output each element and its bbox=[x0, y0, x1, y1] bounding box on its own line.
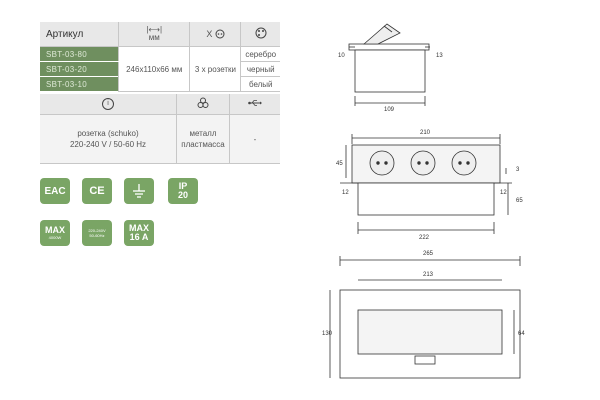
colors-header bbox=[240, 22, 280, 47]
outlets-count-symbol: X bbox=[206, 28, 213, 39]
socket-outlets bbox=[369, 150, 477, 176]
article-value: SBT-03-20 bbox=[40, 61, 119, 77]
palette-icon bbox=[255, 27, 267, 39]
front-right-top-dim: 3 bbox=[516, 167, 520, 173]
max-current-badge: MAX 16 A bbox=[124, 220, 154, 246]
info-header: i bbox=[40, 94, 177, 115]
article-header: Артикул bbox=[40, 22, 119, 47]
front-view bbox=[340, 134, 512, 234]
color-value: черный bbox=[240, 61, 280, 77]
color-value: серебро bbox=[240, 46, 280, 62]
ground-icon bbox=[133, 184, 145, 198]
usb-cell: - bbox=[229, 114, 280, 164]
dimensions-unit: мм bbox=[148, 33, 160, 42]
plan-view bbox=[329, 256, 521, 379]
top-width-dim: 109 bbox=[384, 107, 395, 113]
ce-mark: CE bbox=[89, 184, 105, 197]
plan-inner-height-dim: 64 bbox=[518, 331, 525, 337]
plan-inner-width-dim: 213 bbox=[423, 272, 434, 278]
spec-header-row: Артикул |⟷| мм X bbox=[40, 22, 280, 47]
ground-badge bbox=[124, 178, 154, 204]
top-view bbox=[348, 23, 430, 106]
info-header-row: i bbox=[40, 94, 280, 115]
technical-drawing: 10 13 109 210 45 3 12 12 65 222 265 213 … bbox=[322, 23, 525, 379]
top-right-dim: 13 bbox=[436, 53, 443, 59]
material-icon bbox=[197, 97, 209, 108]
description-line: розетка (schuko) bbox=[77, 129, 139, 138]
outlets-value: 3 x розетки bbox=[189, 46, 242, 92]
outlets-header: X bbox=[189, 22, 242, 47]
info-row: розетка (schuko) 220-240 V / 50-60 Hz ме… bbox=[40, 114, 280, 164]
socket-icon bbox=[215, 29, 225, 39]
voltage-rating: 220-240V 50-60Hz bbox=[88, 228, 106, 238]
material-line: металл bbox=[189, 129, 217, 138]
dimensions-arrow-icon: |⟷| bbox=[146, 25, 163, 34]
material-line: пластмасса bbox=[181, 140, 225, 149]
front-body-height-dim: 65 bbox=[516, 198, 523, 204]
front-height-dim: 45 bbox=[336, 161, 343, 167]
description-line: 220-240 V / 50-60 Hz bbox=[69, 140, 147, 149]
article-value: SBT-03-80 bbox=[40, 46, 119, 62]
front-side-right-dim: 12 bbox=[500, 190, 507, 196]
spec-row-1: SBT-03-80 246x110x66 мм 3 x розетки сере… bbox=[40, 46, 280, 92]
max-power-badge: MAX 4000W bbox=[40, 220, 70, 246]
ce-badge: CE bbox=[82, 178, 112, 204]
ip-badge: IP 20 bbox=[168, 178, 198, 204]
max-power-rating: MAX 4000W bbox=[45, 225, 65, 241]
article-value: SBT-03-10 bbox=[40, 76, 119, 92]
material-cell: металл пластмасса bbox=[176, 114, 230, 164]
color-value: белый bbox=[240, 76, 280, 92]
front-body-width-dim: 222 bbox=[419, 235, 430, 241]
eac-badge: EAC bbox=[40, 178, 70, 204]
top-left-dim: 10 bbox=[338, 53, 345, 59]
front-total-dim: 210 bbox=[420, 130, 431, 136]
plan-outer-width-dim: 265 bbox=[423, 251, 434, 257]
ip-rating: IP 20 bbox=[177, 181, 188, 200]
dimensions-header: |⟷| мм bbox=[117, 22, 191, 47]
info-icon: i bbox=[102, 98, 114, 110]
spec-row-3: SBT-03-10 белый bbox=[40, 76, 280, 92]
dimensions-value: 246x110x66 мм bbox=[117, 46, 191, 92]
description-cell: розетка (schuko) 220-240 V / 50-60 Hz bbox=[40, 114, 177, 164]
usb-header bbox=[229, 94, 280, 115]
front-side-left-dim: 12 bbox=[342, 190, 349, 196]
spec-row-2: SBT-03-20 черный bbox=[40, 61, 280, 77]
material-header bbox=[176, 94, 230, 115]
eac-mark: EAC bbox=[44, 185, 66, 197]
usb-icon bbox=[248, 100, 262, 106]
plan-height-dim: 130 bbox=[322, 331, 333, 337]
voltage-badge: 220-240V 50-60Hz bbox=[82, 220, 112, 246]
max-current-rating: MAX 16 A bbox=[129, 223, 149, 242]
spec-table: Артикул |⟷| мм X SBT-03-80 246x1 bbox=[40, 22, 280, 164]
